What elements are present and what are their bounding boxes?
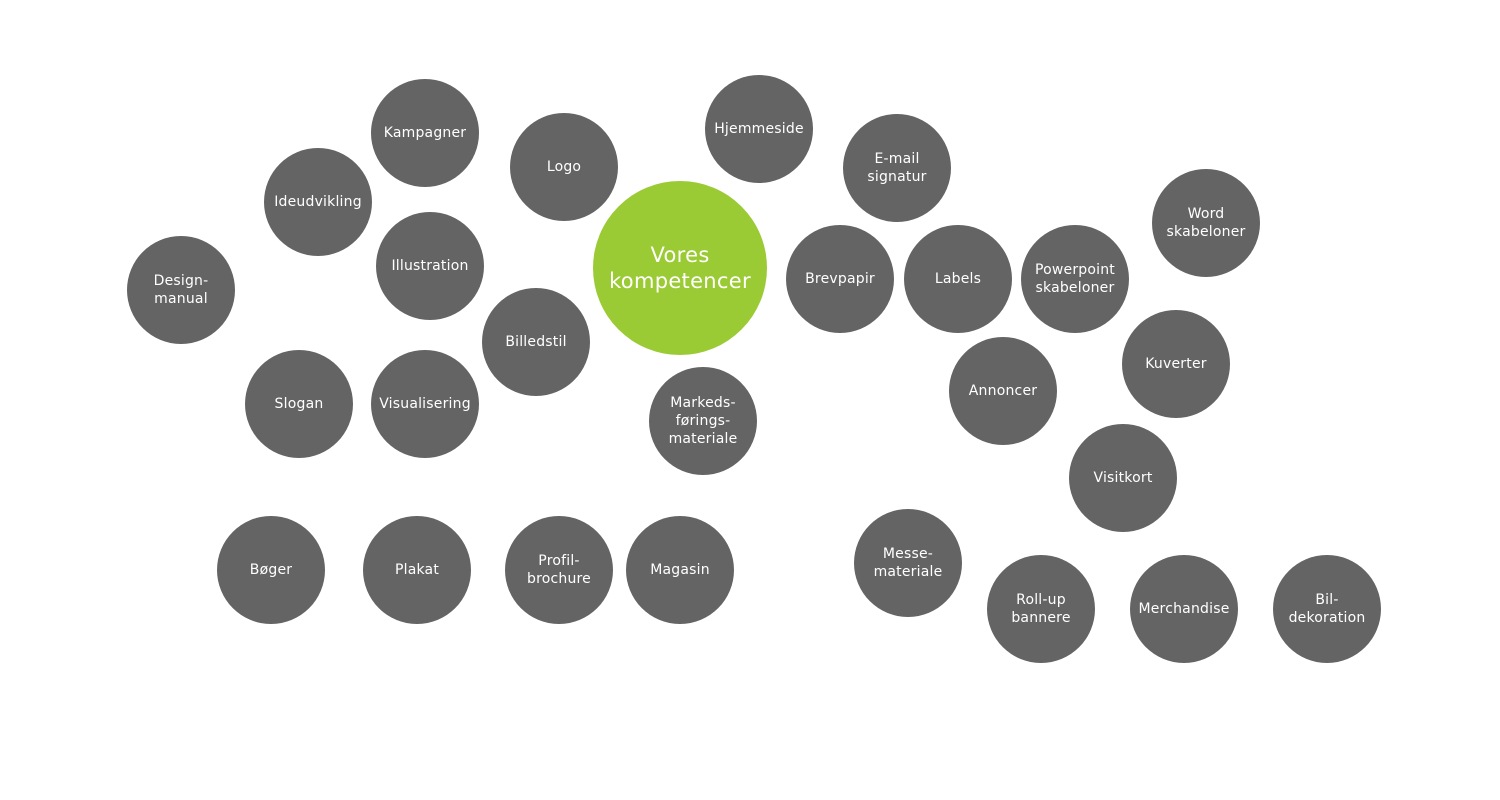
bubble-email-signatur[interactable]: E-mail signatur bbox=[843, 114, 951, 222]
bubble-label: Visitkort bbox=[1093, 470, 1153, 486]
bubble-label: Bil- dekoration bbox=[1288, 592, 1366, 626]
bubble-label: Markeds- førings- materiale bbox=[668, 395, 738, 447]
bubble-label: Merchandise bbox=[1138, 601, 1230, 617]
bubble-label: E-mail signatur bbox=[867, 151, 927, 185]
bubble-label: Design- manual bbox=[153, 273, 209, 307]
bubble-powerpoint-skabeloner[interactable]: Powerpoint skabeloner bbox=[1021, 225, 1129, 333]
bubble-illustration[interactable]: Illustration bbox=[376, 212, 484, 320]
bubble-label: Word skabeloner bbox=[1166, 206, 1246, 240]
center-bubble-vores-kompetencer[interactable]: Vores kompetencer bbox=[593, 181, 767, 355]
bubble-label: Kuverter bbox=[1145, 356, 1207, 372]
bubble-rollup-bannere[interactable]: Roll-up bannere bbox=[987, 555, 1095, 663]
bubble-label: Illustration bbox=[391, 258, 469, 274]
bubble-logo[interactable]: Logo bbox=[510, 113, 618, 221]
bubble-label: Roll-up bannere bbox=[1011, 592, 1071, 626]
bubble-label: Powerpoint skabeloner bbox=[1034, 262, 1116, 296]
bubble-label: Slogan bbox=[274, 396, 324, 412]
bubble-slogan[interactable]: Slogan bbox=[245, 350, 353, 458]
bubble-design-manual[interactable]: Design- manual bbox=[127, 236, 235, 344]
bubble-label: Profil- brochure bbox=[526, 553, 591, 587]
bubble-label: Labels bbox=[934, 271, 982, 287]
bubble-hjemmeside[interactable]: Hjemmeside bbox=[705, 75, 813, 183]
bubble-label: Annoncer bbox=[968, 383, 1038, 399]
bubble-label: Plakat bbox=[394, 562, 440, 578]
bubble-ideudvikling[interactable]: Ideudvikling bbox=[264, 148, 372, 256]
bubble-messemateriale[interactable]: Messe- materiale bbox=[854, 509, 962, 617]
bubble-label: Visualisering bbox=[379, 396, 471, 412]
bubble-boger[interactable]: Bøger bbox=[217, 516, 325, 624]
bubble-labels[interactable]: Labels bbox=[904, 225, 1012, 333]
bubble-plakat[interactable]: Plakat bbox=[363, 516, 471, 624]
bubble-kuverter[interactable]: Kuverter bbox=[1122, 310, 1230, 418]
bubble-label: Brevpapir bbox=[805, 271, 875, 287]
bubble-magasin[interactable]: Magasin bbox=[626, 516, 734, 624]
bubble-label: Magasin bbox=[650, 562, 710, 578]
bubble-annoncer[interactable]: Annoncer bbox=[949, 337, 1057, 445]
bubble-label: Bøger bbox=[249, 562, 293, 578]
bubble-brevpapir[interactable]: Brevpapir bbox=[786, 225, 894, 333]
bubble-markedsforingsmateriale[interactable]: Markeds- førings- materiale bbox=[649, 367, 757, 475]
bubble-label: Kampagner bbox=[383, 125, 467, 141]
bubble-visualisering[interactable]: Visualisering bbox=[371, 350, 479, 458]
bubble-visitkort[interactable]: Visitkort bbox=[1069, 424, 1177, 532]
bubble-merchandise[interactable]: Merchandise bbox=[1130, 555, 1238, 663]
bubble-label: Hjemmeside bbox=[714, 121, 804, 137]
bubble-kampagner[interactable]: Kampagner bbox=[371, 79, 479, 187]
bubble-label: Billedstil bbox=[505, 334, 567, 350]
bubble-profilbrochure[interactable]: Profil- brochure bbox=[505, 516, 613, 624]
bubble-label: Ideudvikling bbox=[274, 194, 362, 210]
bubble-word-skabeloner[interactable]: Word skabeloner bbox=[1152, 169, 1260, 277]
bubble-label: Messe- materiale bbox=[873, 546, 943, 580]
bubble-bildekoration[interactable]: Bil- dekoration bbox=[1273, 555, 1381, 663]
center-bubble-label: Vores kompetencer bbox=[609, 243, 751, 293]
bubble-billedstil[interactable]: Billedstil bbox=[482, 288, 590, 396]
bubble-label: Logo bbox=[546, 159, 582, 175]
